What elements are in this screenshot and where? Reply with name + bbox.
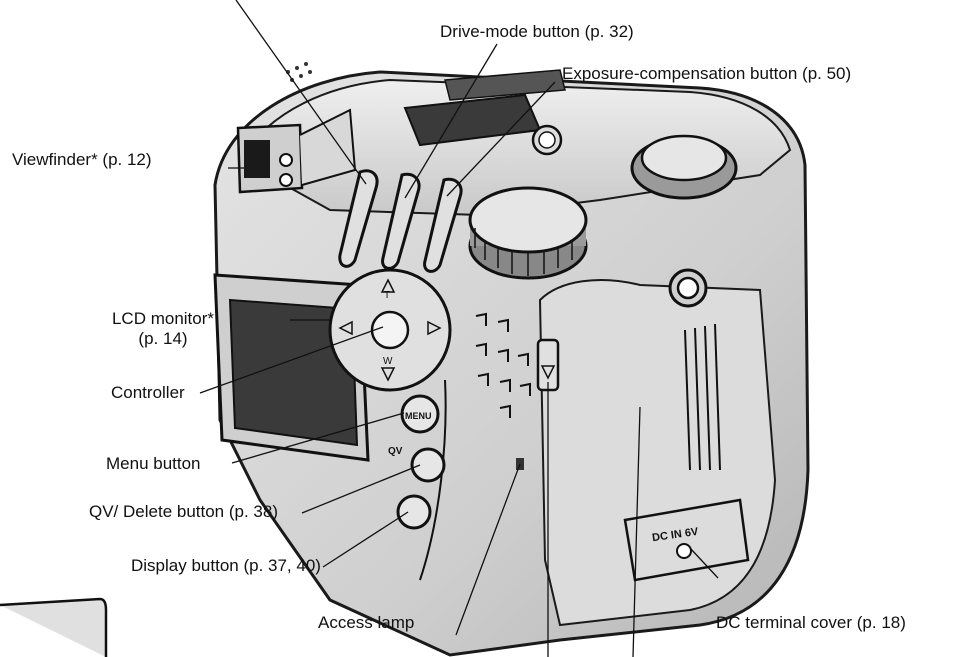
corner-object xyxy=(0,597,108,657)
lcd-monitor-label-line1: LCD monitor* xyxy=(111,309,215,328)
controller-label: Controller xyxy=(111,383,185,402)
viewfinder xyxy=(236,108,357,194)
shutter-button xyxy=(630,134,738,200)
qv-marking: QV xyxy=(388,446,403,457)
strap-eyelet xyxy=(668,268,708,308)
display-button-label: Display button (p. 37, 40) xyxy=(131,556,321,575)
zoom-w-marking: W xyxy=(383,356,393,367)
exposure-comp-label: Exposure-compensation button (p. 50) xyxy=(562,64,852,83)
controller xyxy=(328,268,452,392)
leader-lines xyxy=(199,0,719,657)
dc-terminal-cover xyxy=(623,498,750,582)
drive-mode-label: Drive-mode button (p. 32) xyxy=(440,22,634,41)
lcd-monitor-label-line2: (p. 14) xyxy=(138,329,188,348)
viewfinder-label: Viewfinder* (p. 12) xyxy=(12,150,152,169)
round-buttons xyxy=(396,394,446,530)
speaker-holes xyxy=(286,62,312,82)
battery-cover-grooves xyxy=(684,323,721,471)
menu-marking: MENU xyxy=(405,411,432,421)
access-lamp-label: Access lamp xyxy=(318,613,415,632)
mode-dial xyxy=(468,186,588,280)
dc-terminal-cover-label: DC terminal cover (p. 18) xyxy=(716,613,906,632)
qv-delete-label: QV/ Delete button (p. 38) xyxy=(89,502,278,521)
menu-button-label: Menu button xyxy=(106,454,201,473)
qv-delete-button xyxy=(410,447,446,483)
display-button xyxy=(396,494,432,530)
zoom-t-marking: T xyxy=(384,290,391,301)
flash-button xyxy=(338,169,379,268)
top-buttons xyxy=(338,169,463,273)
lcd-monitor-label: LCD monitor* (p. 14) xyxy=(50,309,276,349)
exposure-comp-button xyxy=(423,177,463,273)
drive-mode-button xyxy=(381,172,421,270)
grip-texture xyxy=(475,312,531,418)
